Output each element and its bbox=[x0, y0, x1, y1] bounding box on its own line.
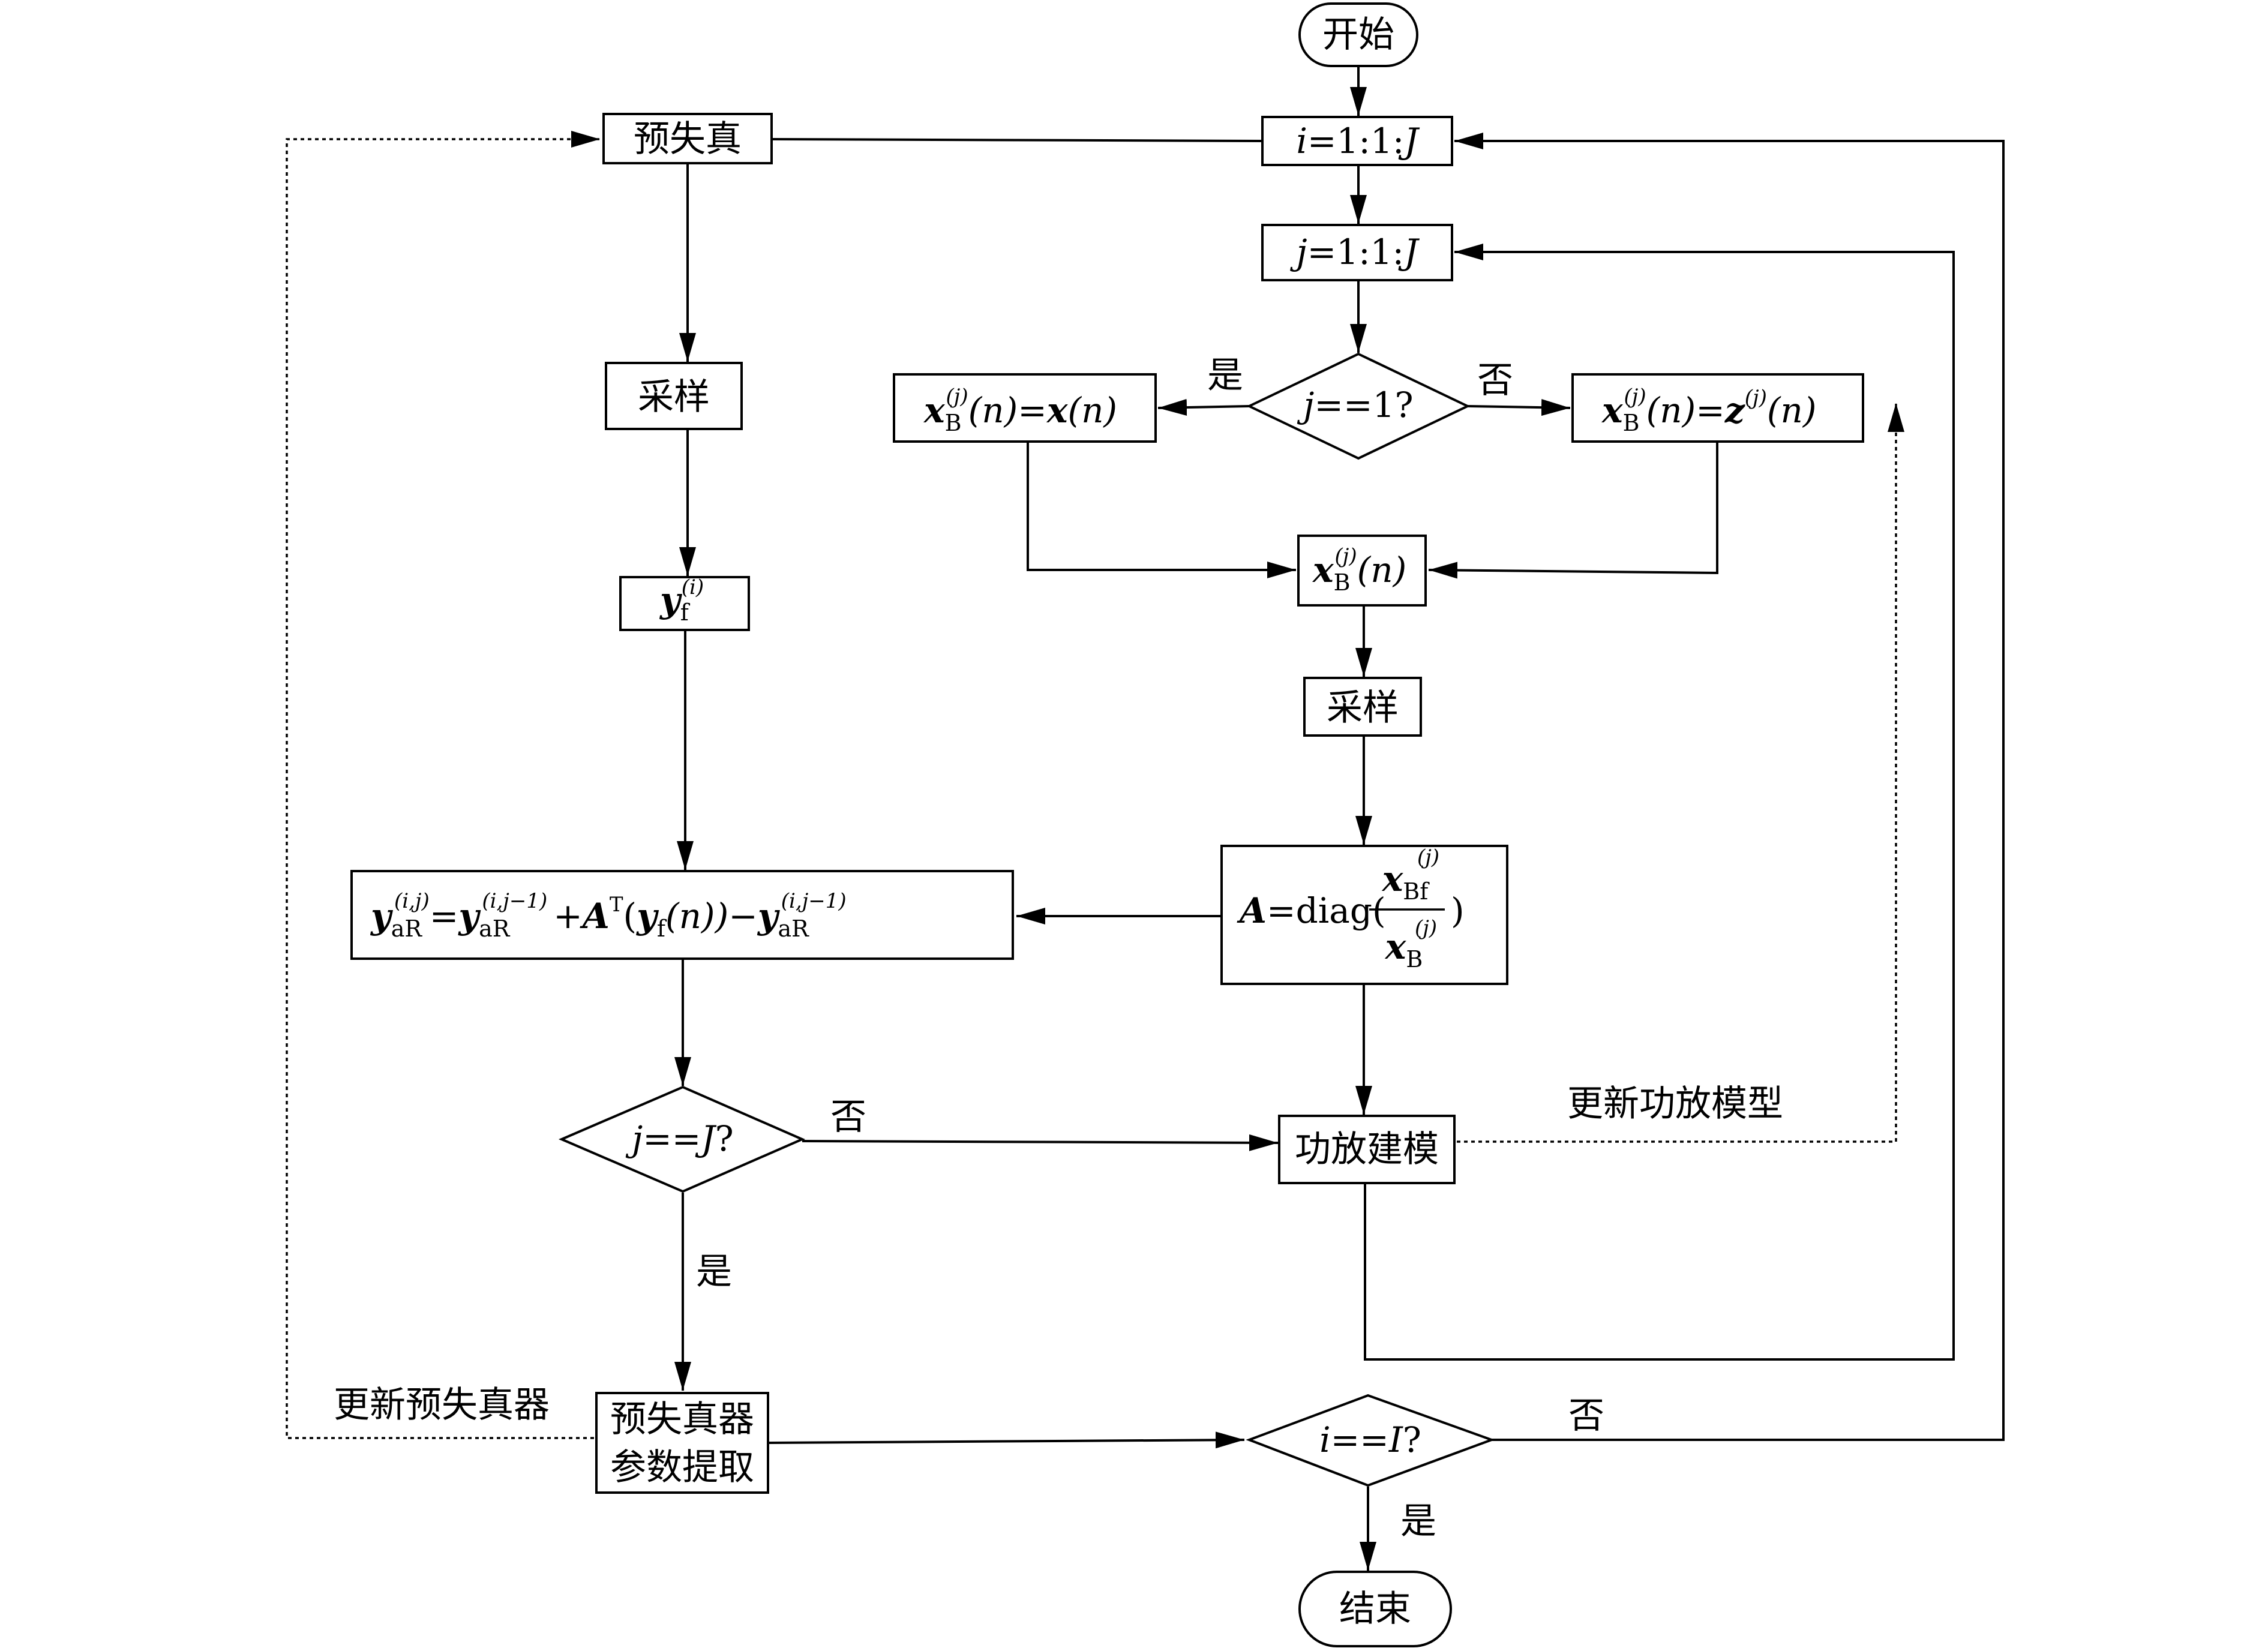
label-no-jJ: 否 bbox=[830, 1096, 866, 1138]
xb-eq-x-label: xB(j)(n)=x(n) bbox=[923, 385, 1117, 436]
predistort-node: 预失真 bbox=[602, 113, 773, 164]
xb-eq-z-label: xB(j)(n)=z(j)(n) bbox=[1601, 385, 1816, 436]
xb-eq-z-node: xB(j)(n)=z(j)(n) bbox=[1571, 373, 1864, 443]
arrow-xbz-to-merge bbox=[1428, 442, 1718, 579]
update-equation-label: yaR(i,j)=yaR(i,j−1)+AT(yf(n))−yaR(i,j−1) bbox=[370, 889, 847, 942]
label-update-predistorter: 更新预失真器 bbox=[334, 1384, 550, 1426]
arrow-predistort-to-i-loop bbox=[772, 138, 1263, 142]
matrix-a-denominator: xB bbox=[1384, 926, 1423, 972]
pa-model-label: 功放建模 bbox=[1295, 1128, 1439, 1170]
matrix-a-numerator-sup: (j) bbox=[1417, 845, 1439, 869]
cond-iI-node: i==I? bbox=[1246, 1394, 1495, 1487]
predistort-label: 预失真 bbox=[634, 118, 742, 160]
pa-model-node: 功放建模 bbox=[1278, 1115, 1456, 1184]
xb-merge-label: xB(j)(n) bbox=[1312, 544, 1406, 596]
matrix-a-close: ) bbox=[1451, 890, 1465, 931]
label-yes-jJ: 是 bbox=[696, 1251, 732, 1293]
start-node: 开始 bbox=[1298, 2, 1418, 67]
arrow-extract-to-cond-iI bbox=[769, 1431, 1245, 1449]
cond-jJ-label: j==J? bbox=[625, 1118, 734, 1159]
matrix-a-denominator-sup: (j) bbox=[1415, 916, 1437, 940]
matrix-a-node: A=diag( xBf (j) xB (j) ) bbox=[1220, 845, 1508, 985]
arrow-cond-j1-yes bbox=[1157, 399, 1250, 416]
label-yes-iI: 是 bbox=[1400, 1500, 1436, 1542]
cond-iI-label: i==I? bbox=[1319, 1419, 1421, 1460]
xb-eq-x-node: xB(j)(n)=x(n) bbox=[893, 373, 1157, 443]
sample-right-label: 采样 bbox=[1327, 687, 1399, 729]
dotted-update-pa-model bbox=[1457, 403, 1904, 1143]
matrix-a-lhs: A=diag( bbox=[1237, 890, 1386, 931]
dotted-update-predistorter bbox=[286, 131, 600, 1439]
extract-params-line1: 预失真器 bbox=[610, 1398, 754, 1440]
update-equation-node: yaR(i,j)=yaR(i,j−1)+AT(yf(n))−yaR(i,j−1) bbox=[350, 870, 1014, 960]
i-loop-label: i=1:1:J bbox=[1296, 121, 1420, 161]
arrow-pa-model-loop bbox=[1364, 244, 1955, 1361]
end-label: 结束 bbox=[1339, 1588, 1411, 1630]
cond-jJ-node: j==J? bbox=[558, 1085, 805, 1193]
matrix-a-numerator: xBf bbox=[1381, 858, 1430, 905]
j-loop-label: j=1:1:J bbox=[1290, 232, 1420, 272]
cond-j1-node: j==1? bbox=[1246, 352, 1471, 460]
label-no-iI: 否 bbox=[1568, 1395, 1604, 1437]
i-loop-node: i=1:1:J bbox=[1261, 116, 1453, 166]
edge-labels: 是 否 否 是 否 是 更新功放模型 更新预失真器 bbox=[334, 355, 1783, 1542]
xb-merge-node: xB(j)(n) bbox=[1297, 535, 1427, 607]
end-node: 结束 bbox=[1298, 1571, 1452, 1647]
sample-left-node: 采样 bbox=[605, 362, 743, 430]
cond-j1-label: j==1? bbox=[1297, 385, 1413, 425]
label-no-j1: 否 bbox=[1477, 359, 1513, 401]
sample-right-node: 采样 bbox=[1303, 677, 1422, 737]
extract-params-node: 预失真器 参数提取 bbox=[595, 1392, 769, 1494]
label-update-pa-model: 更新功放模型 bbox=[1567, 1083, 1783, 1125]
arrow-cond-iI-no-loop bbox=[1454, 133, 2005, 1441]
j-loop-node: j=1:1:J bbox=[1261, 224, 1453, 281]
yf-node: yf(i) bbox=[619, 575, 750, 631]
yf-label: yf(i) bbox=[659, 575, 704, 626]
arrow-cond-jJ-no bbox=[802, 1134, 1279, 1151]
start-label: 开始 bbox=[1322, 14, 1394, 56]
connectors bbox=[286, 67, 2005, 1571]
sample-left-label: 采样 bbox=[638, 376, 710, 418]
arrow-xbx-to-merge bbox=[1027, 442, 1296, 578]
label-yes-j1: 是 bbox=[1207, 355, 1243, 397]
extract-params-line2: 参数提取 bbox=[610, 1446, 754, 1488]
arrow-cond-j1-no bbox=[1467, 399, 1571, 416]
